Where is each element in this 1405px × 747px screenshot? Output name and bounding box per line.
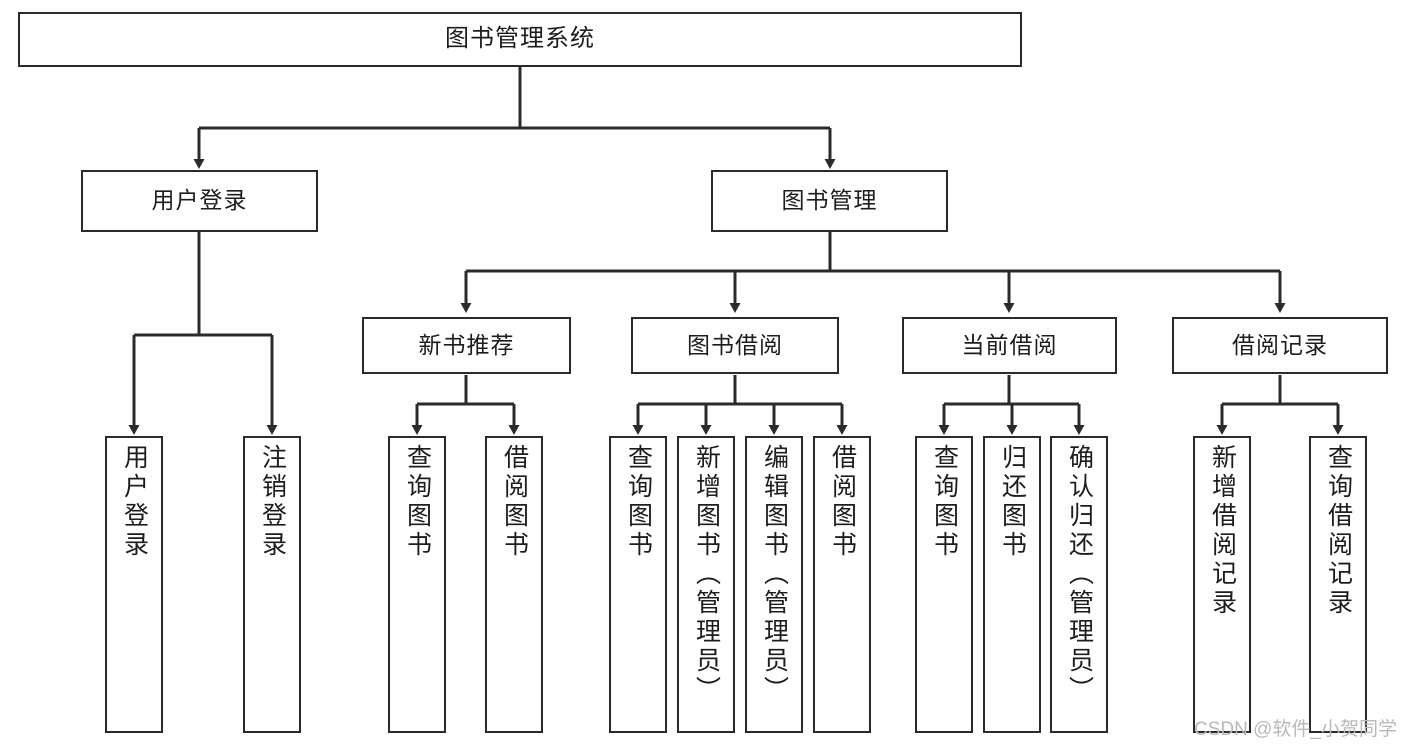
leaf-current-borrow-query-book[interactable]: 查询图书 (915, 436, 973, 733)
node-label: 图书管理系统 (445, 25, 595, 53)
node-label: 查询图书 (930, 444, 959, 560)
node-user-login[interactable]: 用户登录 (81, 170, 318, 232)
node-label: 确认归还（管理员） (1065, 444, 1094, 705)
node-label: 查询图书 (624, 444, 653, 560)
leaf-borrow-record-query-record[interactable]: 查询借阅记录 (1309, 436, 1367, 733)
node-label: 查询借阅记录 (1324, 444, 1353, 618)
leaf-user-login-login[interactable]: 用户登录 (105, 436, 163, 733)
leaf-book-borrow-query-book[interactable]: 查询图书 (609, 436, 667, 733)
node-book-management[interactable]: 图书管理 (711, 170, 948, 232)
node-label: 借阅记录 (1232, 331, 1328, 358)
node-new-book-recommend[interactable]: 新书推荐 (362, 317, 571, 374)
node-label: 图书管理 (781, 187, 878, 214)
node-label: 借阅图书 (500, 444, 529, 560)
leaf-user-login-logout[interactable]: 注销登录 (243, 436, 301, 733)
leaf-current-borrow-confirm-return-admin[interactable]: 确认归还（管理员） (1050, 436, 1108, 733)
node-label: 用户登录 (151, 187, 248, 214)
node-label: 编辑图书（管理员） (760, 444, 789, 705)
leaf-borrow-record-add-record[interactable]: 新增借阅记录 (1193, 436, 1251, 733)
node-label: 注销登录 (258, 444, 287, 560)
leaf-book-borrow-add-book-admin[interactable]: 新增图书（管理员） (677, 436, 735, 733)
node-label: 查询图书 (403, 444, 432, 560)
node-label: 用户登录 (120, 444, 149, 560)
leaf-book-borrow-edit-book-admin[interactable]: 编辑图书（管理员） (745, 436, 803, 733)
node-label: 新增借阅记录 (1208, 444, 1237, 618)
leaf-new-book-borrow-book[interactable]: 借阅图书 (485, 436, 543, 733)
leaf-new-book-query-book[interactable]: 查询图书 (388, 436, 446, 733)
node-label: 借阅图书 (828, 444, 857, 560)
node-label: 归还图书 (998, 444, 1027, 560)
node-current-borrow[interactable]: 当前借阅 (902, 317, 1117, 374)
node-label: 图书借阅 (687, 331, 783, 358)
node-label: 当前借阅 (961, 331, 1058, 358)
node-book-borrow[interactable]: 图书借阅 (631, 317, 839, 374)
node-root-book-management-system[interactable]: 图书管理系统 (18, 12, 1022, 67)
leaf-book-borrow-borrow-book[interactable]: 借阅图书 (813, 436, 871, 733)
node-label: 新增图书（管理员） (692, 444, 721, 705)
leaf-current-borrow-return-book[interactable]: 归还图书 (983, 436, 1041, 733)
node-borrow-record[interactable]: 借阅记录 (1172, 317, 1388, 374)
node-label: 新书推荐 (418, 331, 515, 358)
